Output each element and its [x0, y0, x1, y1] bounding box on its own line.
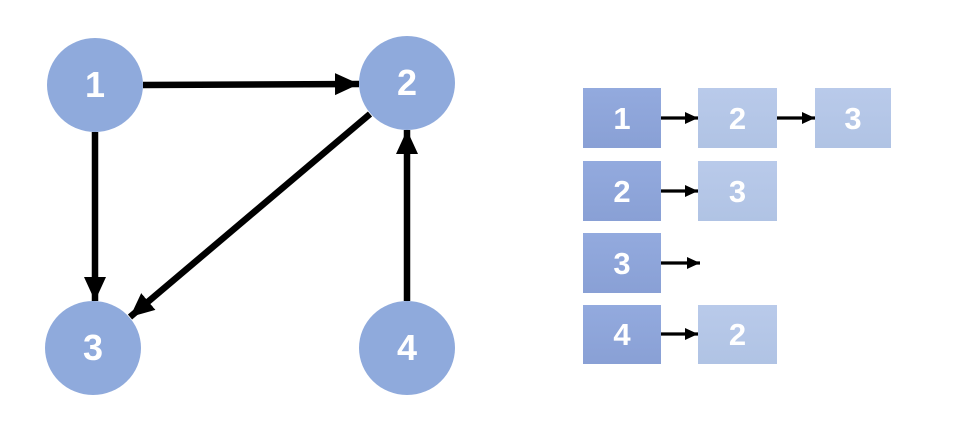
graph-node-4 [359, 301, 455, 395]
adjacency-node-label-1-2: 2 [728, 100, 747, 136]
adjacency-head-label-3: 3 [613, 245, 631, 281]
graph-node-2 [359, 36, 455, 130]
adjacency-head-box-4: 4 [583, 305, 661, 364]
adjacency-node-box-1-2: 2 [698, 88, 777, 148]
graph-node-1-label: 1 [85, 64, 105, 105]
adjacency-node-box-4-2: 2 [698, 305, 777, 364]
adjacency-head-box-1: 1 [583, 88, 661, 148]
graph-node-3-label: 3 [83, 327, 103, 368]
graph-node-4-label: 4 [397, 327, 417, 368]
adjacency-node-label-4-2: 2 [728, 317, 747, 352]
edge-2-to-3 [127, 111, 373, 320]
adjacency-head-box-3: 3 [583, 233, 661, 293]
graph-node-1 [47, 38, 143, 132]
graph-node-2-label: 2 [397, 62, 417, 103]
graph-node-3 [45, 301, 141, 395]
adjacency-head-label-4: 4 [613, 317, 631, 352]
adjacency-node-label-1-3: 3 [844, 100, 862, 136]
edge-1-to-2 [142, 73, 360, 96]
adjacency-head-label-2: 2 [613, 173, 631, 209]
adjacency-head-box-2: 2 [583, 161, 661, 221]
adjacency-node-box-2-3: 3 [698, 161, 777, 221]
adjacency-head-label-1: 1 [613, 100, 631, 136]
adjacency-node-label-2-3: 3 [728, 173, 747, 209]
adjacency-node-box-1-3: 3 [815, 88, 891, 148]
